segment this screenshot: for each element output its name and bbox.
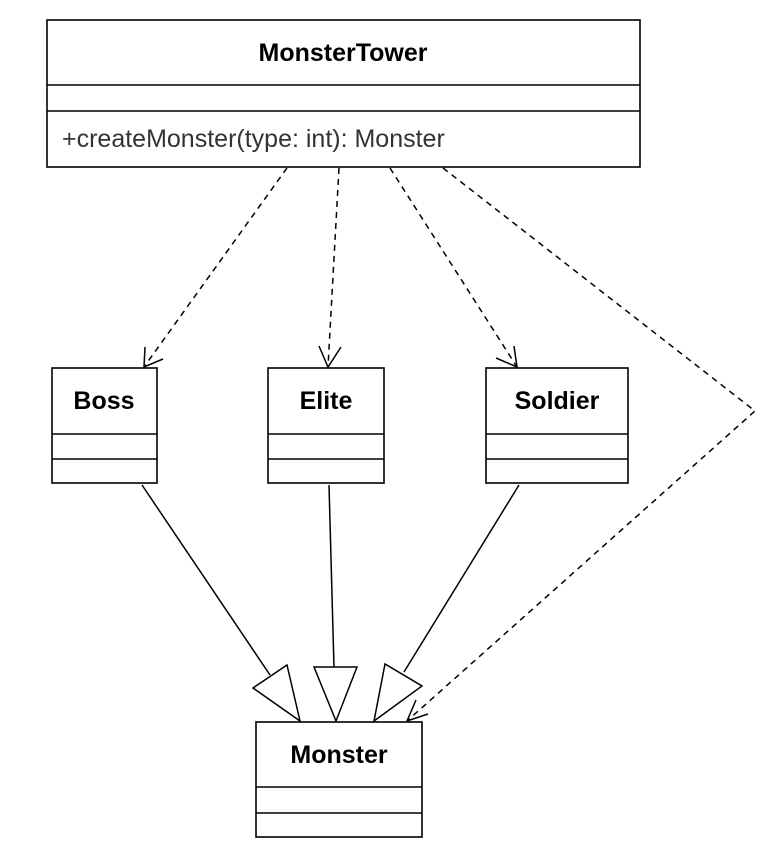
generalization-line xyxy=(141,484,271,676)
class-boss[interactable]: Boss xyxy=(51,367,158,484)
open-arrowhead-icon xyxy=(318,345,342,369)
open-arrowhead-icon xyxy=(143,346,164,369)
dependency-monstertower-to-boss xyxy=(143,167,288,369)
hollow-triangle-icon xyxy=(312,666,359,724)
class-monstertower[interactable]: MonsterTower +createMonster(type: int): … xyxy=(46,19,641,168)
generalization-elite-to-monster xyxy=(312,484,359,724)
open-arrowhead-icon xyxy=(495,345,518,369)
class-boss-name: Boss xyxy=(73,387,134,415)
class-elite-box xyxy=(267,367,385,484)
class-soldier-name: Soldier xyxy=(515,387,600,415)
dependency-line xyxy=(143,167,288,368)
generalization-boss-to-monster xyxy=(141,484,302,723)
class-monstertower-box xyxy=(46,19,641,168)
class-elite[interactable]: Elite xyxy=(267,367,385,484)
dependency-monstertower-to-elite xyxy=(318,167,342,369)
class-soldier[interactable]: Soldier xyxy=(485,367,629,484)
hollow-triangle-icon xyxy=(251,663,302,723)
dependency-line xyxy=(389,167,518,368)
class-soldier-box xyxy=(485,367,629,484)
class-boss-box xyxy=(51,367,158,484)
generalization-line xyxy=(403,484,520,673)
dependency-line xyxy=(406,167,757,722)
generalization-soldier-to-monster xyxy=(372,484,520,723)
dependency-monstertower-to-monster xyxy=(405,167,757,723)
dependency-line xyxy=(327,167,340,368)
dependency-monstertower-to-soldier xyxy=(389,167,518,369)
class-monstertower-name: MonsterTower xyxy=(259,39,428,67)
class-monstertower-method-0: +createMonster(type: int): Monster xyxy=(62,125,445,153)
class-monster-box xyxy=(255,721,423,838)
class-monster-name: Monster xyxy=(290,741,388,769)
generalization-line xyxy=(328,484,335,669)
class-monster[interactable]: Monster xyxy=(255,721,423,838)
open-arrowhead-icon xyxy=(405,699,429,723)
hollow-triangle-icon xyxy=(372,662,424,723)
class-elite-name: Elite xyxy=(300,387,353,415)
